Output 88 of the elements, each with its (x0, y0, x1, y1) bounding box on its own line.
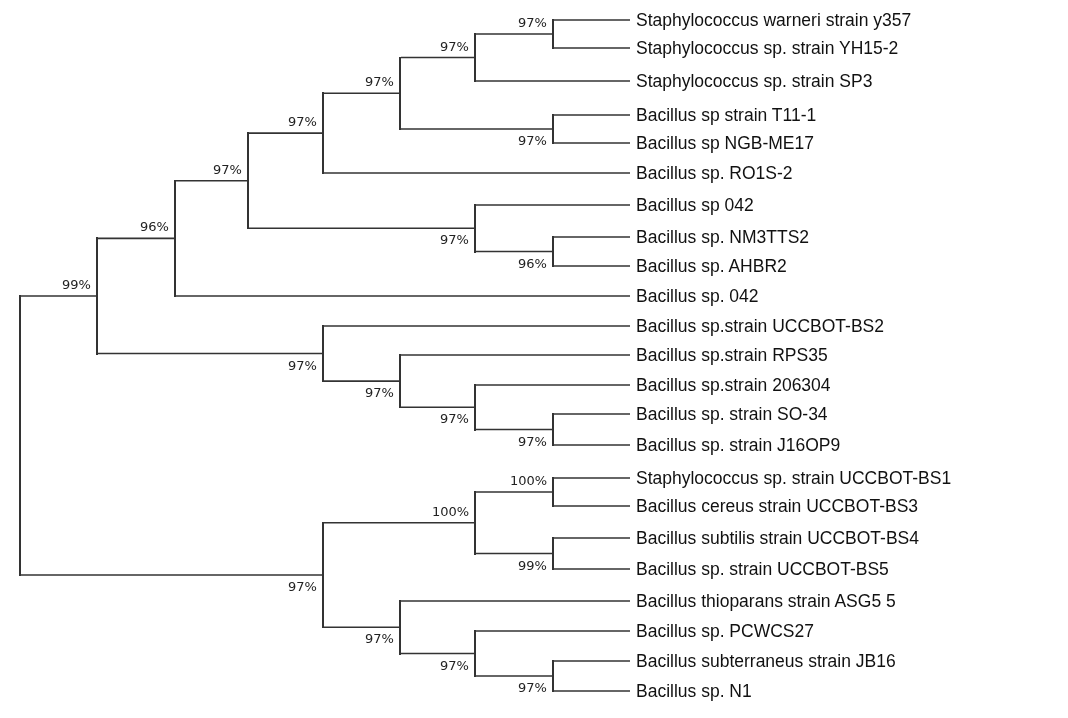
branch-line (475, 552, 553, 555)
branch-line (553, 660, 631, 662)
taxon-label: Bacillus sp strain T11-1 (630, 104, 817, 126)
bootstrap-value: 97% (365, 631, 394, 648)
branch-line (20, 295, 97, 297)
branch-line (475, 204, 631, 206)
branch-line (553, 236, 631, 238)
bootstrap-value: 97% (288, 114, 317, 131)
taxon-label: Bacillus subterraneus strain JB16 (630, 650, 896, 672)
branch-line (475, 491, 553, 493)
taxon-label: Staphylococcus warneri strain y357 (630, 9, 912, 31)
taxon-label: Bacillus sp. AHBR2 (630, 255, 787, 277)
taxon-label: Bacillus sp. PCWCS27 (630, 620, 814, 642)
branch-line (553, 505, 631, 507)
bootstrap-value: 97% (365, 385, 394, 402)
taxon-label: Bacillus subtilis strain UCCBOT-BS4 (630, 527, 919, 549)
branch-line (175, 295, 631, 297)
branch-line (475, 33, 553, 35)
bootstrap-value: 97% (365, 74, 394, 91)
branch-line (475, 428, 553, 431)
branch-line (553, 477, 631, 479)
branch-line (553, 413, 631, 415)
branch-line (248, 132, 323, 134)
taxon-label: Bacillus sp. strain UCCBOT-BS5 (630, 558, 889, 580)
taxon-label: Bacillus sp.strain RPS35 (630, 344, 828, 366)
taxon-label: Bacillus sp 042 (630, 194, 754, 216)
branch-line (400, 354, 631, 356)
bootstrap-value: 97% (440, 232, 469, 249)
taxon-label: Staphylococcus sp. strain YH15-2 (630, 37, 899, 59)
branch-line (553, 19, 631, 21)
branch-line (20, 574, 323, 576)
branch-line (400, 600, 631, 602)
bootstrap-value: 97% (213, 161, 242, 178)
branch-line (553, 114, 631, 116)
branch-line (175, 179, 248, 182)
taxon-label: Bacillus sp. RO1S-2 (630, 162, 793, 184)
bootstrap-value: 96% (140, 219, 169, 236)
taxon-label: Bacillus cereus strain UCCBOT-BS3 (630, 495, 919, 517)
branch-line (323, 92, 400, 95)
bootstrap-value: 97% (440, 38, 469, 55)
taxon-label: Bacillus sp. strain SO-34 (630, 403, 828, 425)
branch-line (475, 384, 631, 386)
branch-line (553, 537, 631, 539)
branch-line (400, 406, 475, 409)
bootstrap-value: 97% (288, 357, 317, 374)
branch-line (400, 652, 475, 655)
bootstrap-value: 97% (518, 15, 547, 31)
bootstrap-value: 97% (518, 433, 547, 450)
bootstrap-value: 100% (432, 503, 470, 520)
branch-line (400, 56, 475, 59)
branch-line (553, 265, 631, 267)
branch-line (97, 237, 175, 240)
bootstrap-value: 97% (518, 133, 547, 149)
taxon-label: Bacillus sp NGB-ME17 (630, 132, 814, 154)
branch-line (553, 142, 631, 144)
branch-line (553, 568, 631, 570)
branch-line (553, 690, 631, 692)
branch-line (323, 521, 475, 524)
taxon-label: Bacillus sp.strain 206304 (630, 374, 831, 396)
taxon-label: Bacillus thioparans strain ASG5 5 (630, 590, 896, 612)
branch-line (475, 80, 631, 82)
bootstrap-value: 96% (518, 255, 547, 272)
taxon-label: Bacillus sp. 042 (630, 285, 759, 307)
branch-line (475, 250, 553, 253)
branch-line (553, 47, 631, 49)
bootstrap-value: 97% (440, 657, 469, 674)
taxon-label: Bacillus sp. N1 (630, 680, 752, 702)
branch-line (323, 172, 631, 174)
branch-line (248, 227, 475, 230)
taxon-label: Staphylococcus sp. strain UCCBOT-BS1 (630, 467, 952, 489)
taxon-label: Bacillus sp. strain J16OP9 (630, 434, 841, 456)
bootstrap-value: 100% (510, 473, 548, 489)
branch-line (323, 325, 631, 327)
branch-line (97, 352, 323, 355)
bootstrap-value: 97% (288, 579, 317, 595)
taxon-label: Staphylococcus sp. strain SP3 (630, 70, 873, 92)
bootstrap-value: 99% (62, 276, 91, 293)
branch-line (475, 630, 631, 632)
bootstrap-value: 97% (440, 411, 469, 428)
branch-line (323, 626, 400, 629)
taxon-label: Bacillus sp.strain UCCBOT-BS2 (630, 315, 884, 337)
branch-line (553, 444, 631, 446)
branch-line (400, 128, 553, 130)
bootstrap-value: 99% (518, 557, 547, 574)
branch-line (323, 380, 400, 382)
branch-line (475, 675, 553, 677)
taxon-label: Bacillus sp. NM3TTS2 (630, 226, 810, 248)
bootstrap-value: 97% (518, 680, 547, 696)
